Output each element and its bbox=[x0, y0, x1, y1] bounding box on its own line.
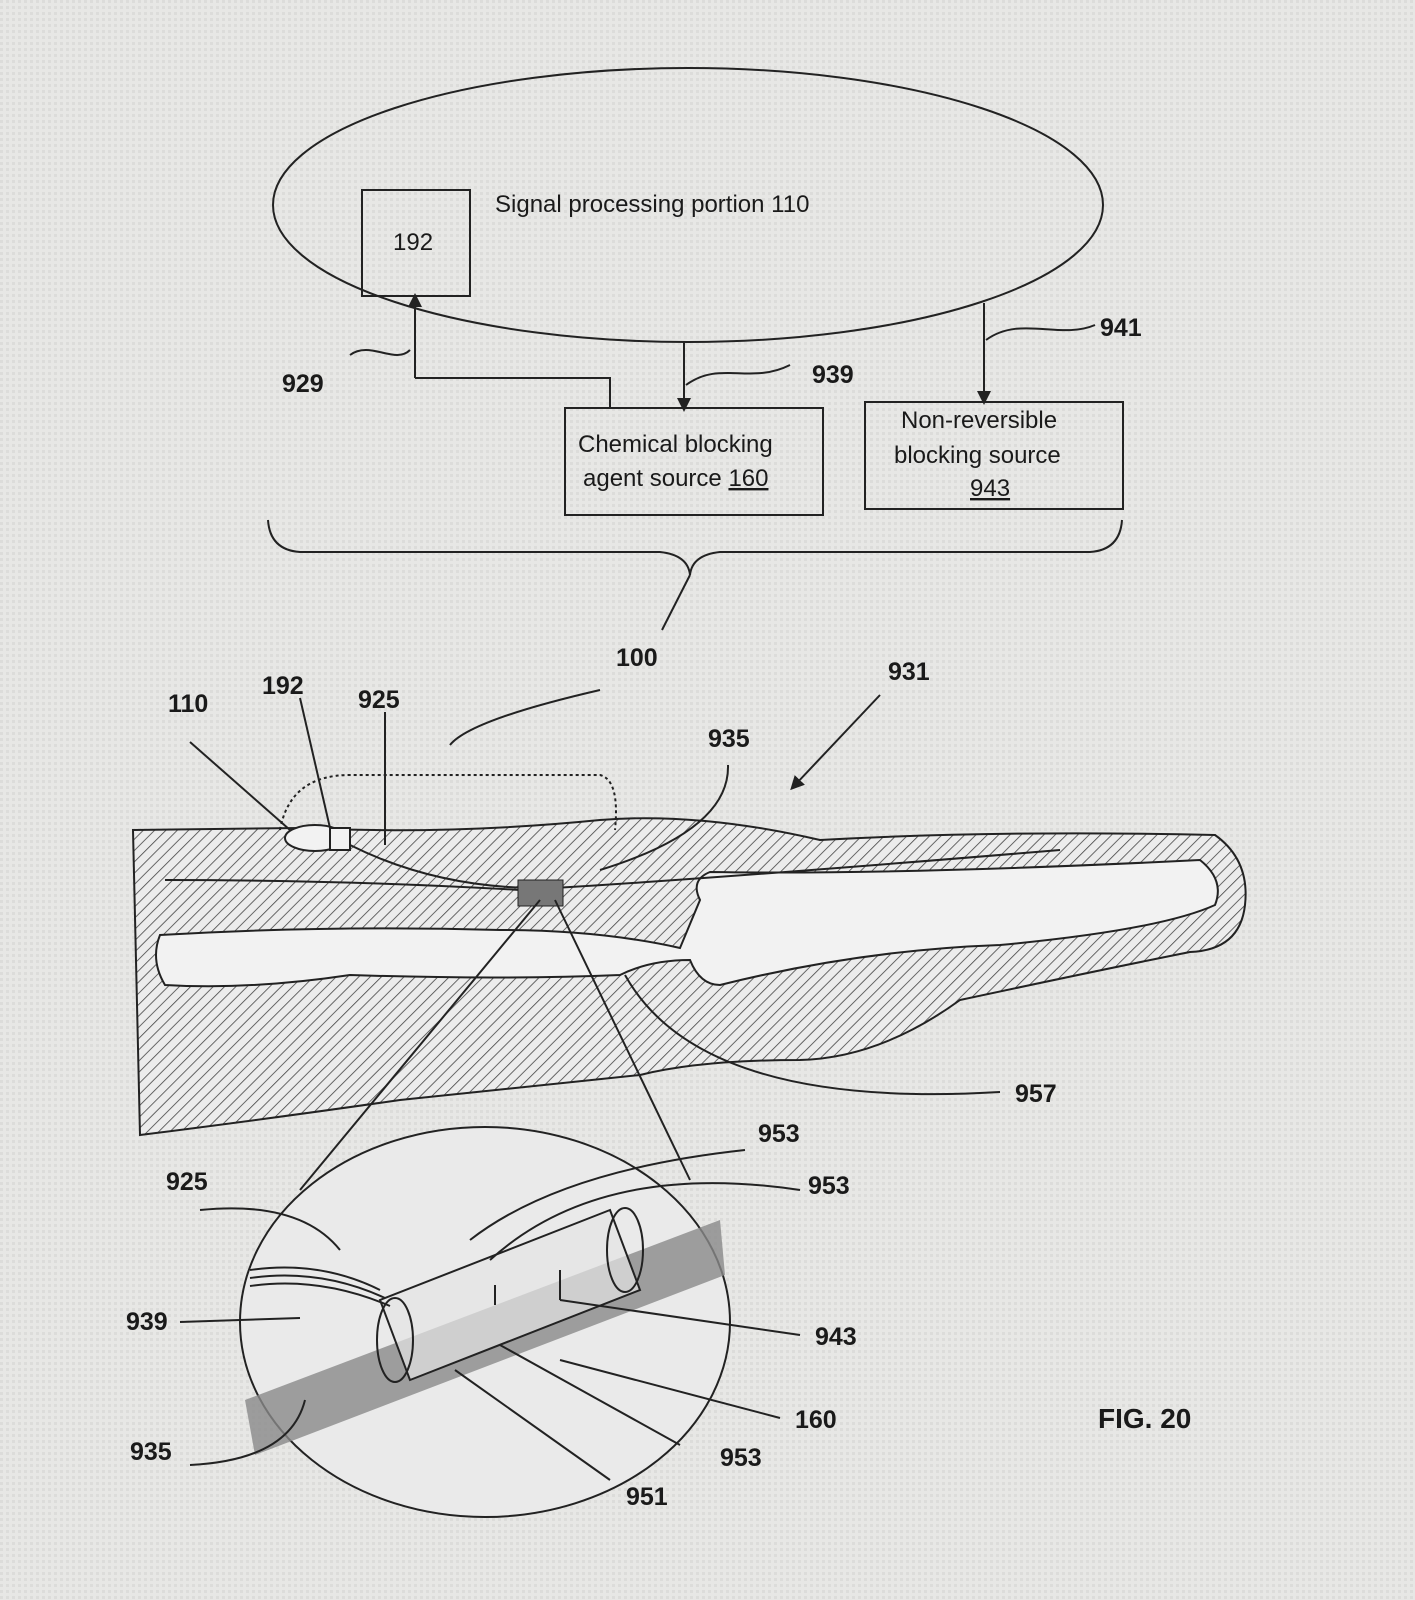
leader-192 bbox=[299, 697, 331, 829]
leader-951 bbox=[454, 1369, 611, 1481]
ref-935: 935 bbox=[708, 725, 750, 753]
figure-title: FIG. 20 bbox=[1098, 1403, 1191, 1434]
arrow-931 bbox=[790, 694, 881, 791]
ref-100: 100 bbox=[616, 644, 658, 672]
leader-929 bbox=[349, 349, 411, 356]
ref-925: 925 bbox=[358, 686, 400, 714]
chemical-blocking-box bbox=[564, 407, 824, 516]
ref-953b: 953 bbox=[808, 1172, 850, 1200]
leader-100b bbox=[449, 689, 601, 746]
electrodes-magnified bbox=[494, 1270, 561, 1305]
chemical-box-line2: agent source 160 bbox=[583, 465, 768, 492]
leader-943 bbox=[559, 1299, 801, 1336]
nonreversible-blocking-box bbox=[864, 401, 1124, 510]
ref-953a: 953 bbox=[758, 1120, 800, 1148]
cuff-end-right bbox=[606, 1207, 644, 1293]
leader-953c bbox=[499, 1344, 681, 1446]
ref-953c: 953 bbox=[720, 1444, 762, 1472]
leader-953a bbox=[469, 1149, 746, 1241]
chemical-box-line1: Chemical blocking bbox=[578, 431, 773, 458]
ref-939b: 939 bbox=[126, 1308, 168, 1336]
box-192-label: 192 bbox=[393, 229, 433, 256]
chemical-box-text: agent source bbox=[583, 465, 728, 492]
leader-941 bbox=[985, 324, 1096, 341]
device-192 bbox=[329, 827, 351, 851]
ref-935b: 935 bbox=[130, 1438, 172, 1466]
leader-110 bbox=[189, 741, 291, 831]
nonrev-box-line2: blocking source bbox=[894, 442, 1061, 469]
leader-939 bbox=[685, 364, 791, 386]
leader-935b bbox=[189, 1399, 306, 1466]
leader-939b bbox=[179, 1317, 301, 1323]
cuff-magnified bbox=[378, 1208, 642, 1382]
cuff-end-left bbox=[376, 1297, 414, 1383]
ref-951: 951 bbox=[626, 1483, 668, 1511]
magnification-lines bbox=[299, 899, 691, 1191]
leader-160 bbox=[559, 1359, 781, 1419]
outline-100 bbox=[279, 774, 617, 831]
signal-processing-label: Signal processing portion 110 bbox=[495, 191, 809, 218]
ref-110: 110 bbox=[168, 690, 208, 718]
ref-957: 957 bbox=[1015, 1080, 1057, 1108]
ref-931: 931 bbox=[888, 658, 930, 686]
leads-magnified bbox=[249, 1266, 391, 1307]
magnified-view: 953 953 925 939 943 935 160 953 951 bbox=[126, 899, 857, 1518]
chemical-box-ref: 160 bbox=[728, 465, 768, 492]
ref-192: 192 bbox=[262, 672, 304, 700]
ref-929: 929 bbox=[282, 370, 324, 398]
ref-939: 939 bbox=[812, 361, 854, 389]
leader-100 bbox=[661, 574, 691, 631]
signal-processing-ellipse bbox=[272, 67, 1104, 343]
leader-935 bbox=[599, 764, 730, 871]
block-diagram: Signal processing portion 110 192 929 93… bbox=[267, 67, 1142, 672]
connector-929 bbox=[415, 377, 611, 408]
ref-925b: 925 bbox=[166, 1168, 208, 1196]
leader-925b bbox=[199, 1207, 341, 1251]
ref-160: 160 bbox=[795, 1406, 837, 1434]
bone bbox=[155, 858, 1219, 988]
ref-943: 943 bbox=[815, 1323, 857, 1351]
leader-953b bbox=[489, 1182, 801, 1261]
ref-941: 941 bbox=[1100, 314, 1142, 342]
nonrev-box-ref: 943 bbox=[970, 475, 1010, 502]
leader-957 bbox=[624, 974, 1001, 1096]
nonrev-box-line1: Non-reversible bbox=[901, 407, 1057, 434]
